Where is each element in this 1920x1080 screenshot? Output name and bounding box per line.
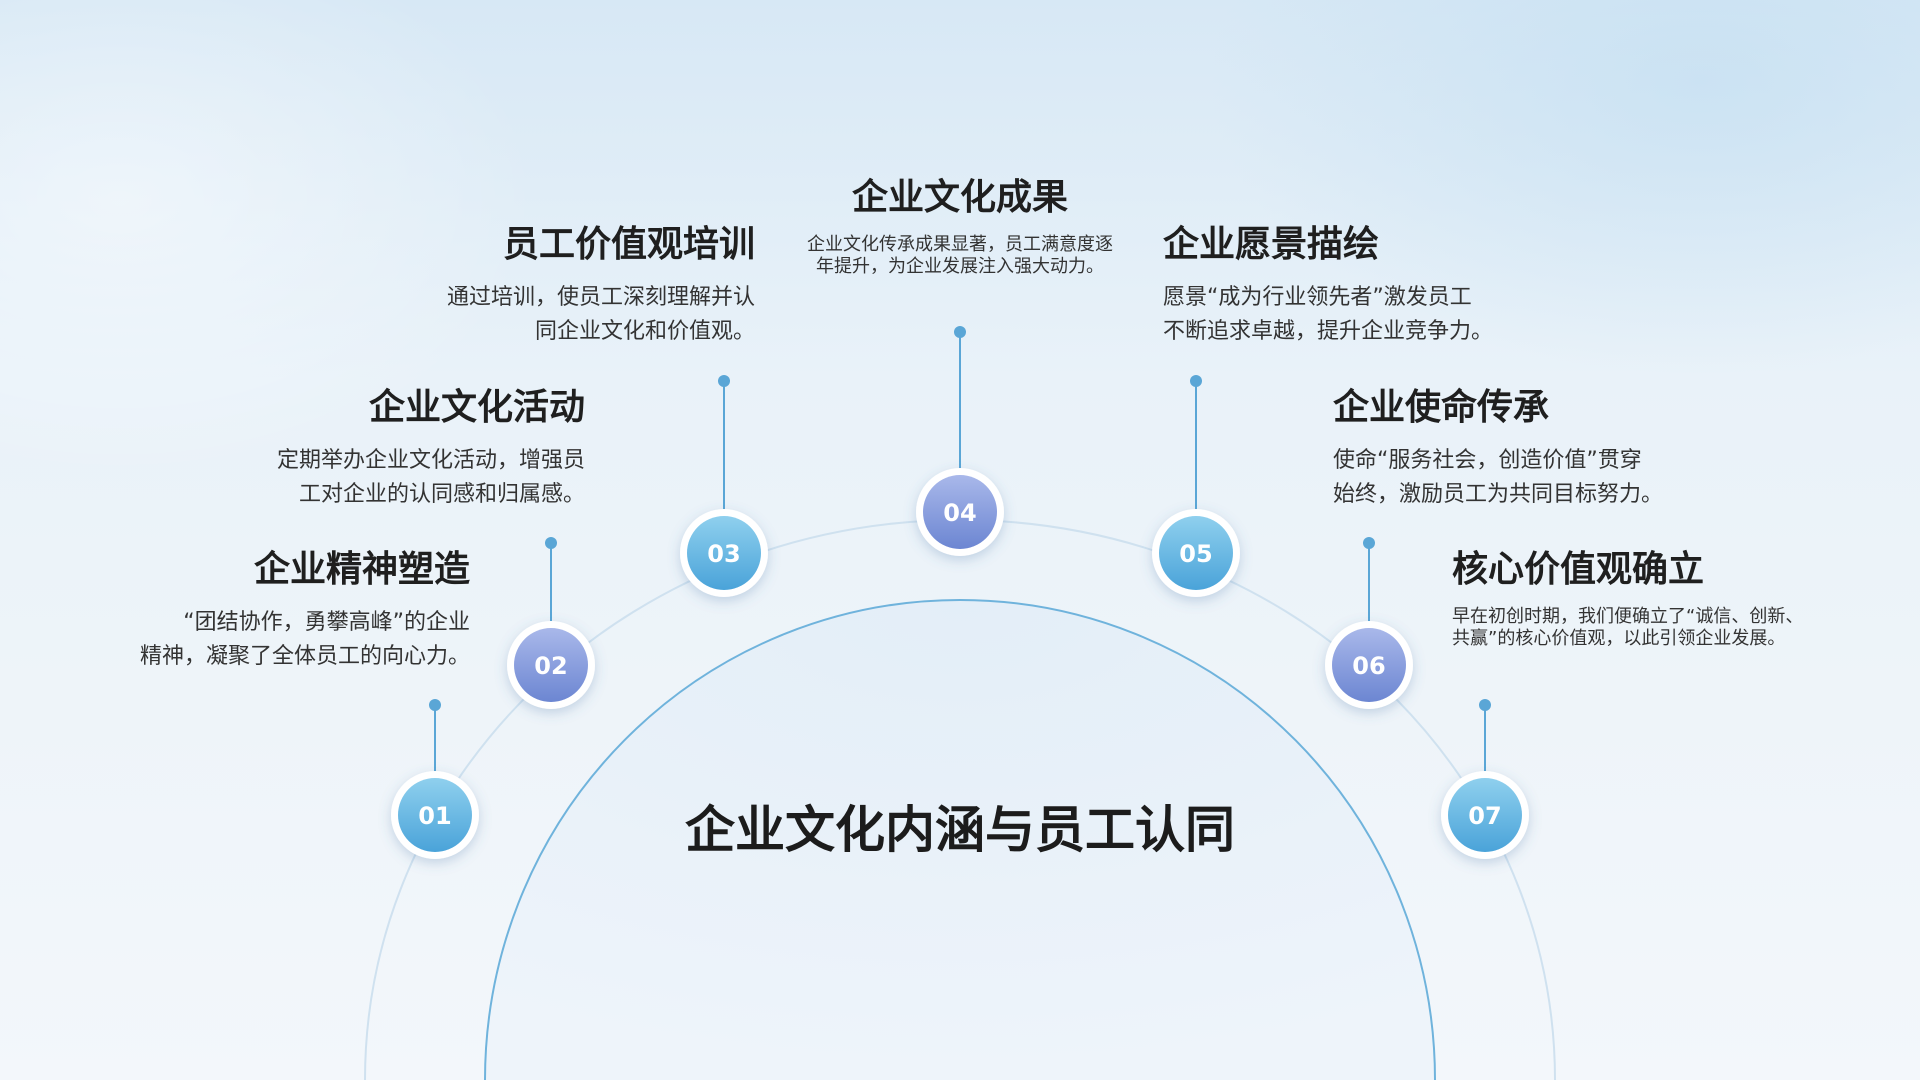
- step-description: “团结协作，勇攀高峰”的企业精神，凝聚了全体员工的向心力。: [60, 606, 470, 674]
- node-number: 01: [418, 802, 451, 830]
- description-line: 年提升，为企业发展注入强大动力。: [816, 256, 1104, 277]
- description-line: 精神，凝聚了全体员工的向心力。: [139, 644, 470, 669]
- step-label-04: 企业文化成果企业文化传承成果显著，员工满意度逐年提升，为企业发展注入强大动力。: [760, 168, 1160, 278]
- node-layer: 01 02 03 04 05 06 07: [391, 468, 1529, 859]
- inner-arc: [484, 599, 1436, 1080]
- node-number: 05: [1179, 540, 1212, 568]
- connector-dot: [429, 699, 441, 711]
- step-label-03: 员工价值观培训通过培训，使员工深刻理解并认同企业文化和价值观。: [340, 215, 755, 349]
- step-label-05: 企业愿景描绘愿景“成为行业领先者”激发员工不断追求卓越，提升企业竞争力。: [1163, 215, 1583, 349]
- connector-dot: [1190, 375, 1202, 387]
- node-fill: [1159, 516, 1233, 590]
- description-line: 定期举办企业文化活动，增强员: [276, 448, 585, 473]
- step-title: 企业文化活动: [368, 387, 585, 428]
- node-fill: [398, 778, 472, 852]
- step-node-04: 04: [916, 468, 1004, 556]
- node-number: 04: [943, 499, 976, 527]
- node-number: 06: [1352, 652, 1385, 680]
- step-label-07: 核心价值观确立早在初创时期，我们便确立了“诚信、创新、共赢”的核心价值观，以此引…: [1452, 540, 1892, 650]
- node-fill: [1448, 778, 1522, 852]
- step-node-07: 07: [1441, 771, 1529, 859]
- step-title: 企业精神塑造: [253, 549, 470, 590]
- node-fill: [1332, 628, 1406, 702]
- inner-dome: [485, 600, 1435, 1080]
- description-line: 不断追求卓越，提升企业竞争力。: [1163, 319, 1494, 344]
- connector-dot: [1363, 537, 1375, 549]
- description-line: 始终，激励员工为共同目标努力。: [1333, 482, 1664, 507]
- connector-dot: [718, 375, 730, 387]
- step-node-01: 01: [391, 771, 479, 859]
- node-fill: [514, 628, 588, 702]
- step-title: 员工价值观培训: [502, 224, 755, 265]
- description-line: 同企业文化和价值观。: [534, 319, 755, 344]
- step-description: 早在初创时期，我们便确立了“诚信、创新、共赢”的核心价值观，以此引领企业发展。: [1452, 606, 1892, 650]
- step-node-02: 02: [507, 621, 595, 709]
- node-number: 02: [534, 652, 567, 680]
- step-description: 愿景“成为行业领先者”激发员工不断追求卓越，提升企业竞争力。: [1163, 281, 1583, 349]
- step-description: 定期举办企业文化活动，增强员工对企业的认同感和归属感。: [170, 444, 585, 512]
- connector-layer: [429, 326, 1491, 776]
- description-line: “团结协作，勇攀高峰”的企业: [183, 610, 470, 635]
- connector-dot: [954, 326, 966, 338]
- node-fill: [687, 516, 761, 590]
- step-title: 企业愿景描绘: [1163, 224, 1380, 265]
- step-node-06: 06: [1325, 621, 1413, 709]
- step-description: 通过培训，使员工深刻理解并认同企业文化和价值观。: [340, 281, 755, 349]
- step-label-06: 企业使命传承使命“服务社会，创造价值”贯穿始终，激励员工为共同目标努力。: [1333, 378, 1753, 512]
- connector-dot: [1479, 699, 1491, 711]
- center-title: 企业文化内涵与员工认同: [685, 801, 1235, 859]
- step-description: 使命“服务社会，创造价值”贯穿始终，激励员工为共同目标努力。: [1333, 444, 1753, 512]
- description-line: 共赢”的核心价值观，以此引领企业发展。: [1452, 628, 1786, 649]
- step-label-02: 企业文化活动定期举办企业文化活动，增强员工对企业的认同感和归属感。: [170, 378, 585, 512]
- step-node-05: 05: [1152, 509, 1240, 597]
- node-number: 03: [707, 540, 740, 568]
- description-line: 愿景“成为行业领先者”激发员工: [1163, 285, 1472, 310]
- description-line: 工对企业的认同感和归属感。: [298, 482, 585, 507]
- node-fill: [923, 475, 997, 549]
- step-title: 企业文化成果: [851, 177, 1068, 218]
- description-line: 通过培训，使员工深刻理解并认: [446, 285, 755, 310]
- step-label-01: 企业精神塑造 “团结协作，勇攀高峰”的企业精神，凝聚了全体员工的向心力。: [60, 540, 470, 674]
- step-title: 企业使命传承: [1333, 387, 1550, 428]
- node-number: 07: [1468, 802, 1501, 830]
- description-line: 早在初创时期，我们便确立了“诚信、创新、: [1452, 606, 1804, 627]
- description-line: 使命“服务社会，创造价值”贯穿: [1333, 448, 1642, 473]
- step-description: 企业文化传承成果显著，员工满意度逐年提升，为企业发展注入强大动力。: [760, 234, 1160, 278]
- step-node-03: 03: [680, 509, 768, 597]
- connector-dot: [545, 537, 557, 549]
- description-line: 企业文化传承成果显著，员工满意度逐: [807, 234, 1113, 255]
- step-title: 核心价值观确立: [1452, 549, 1705, 590]
